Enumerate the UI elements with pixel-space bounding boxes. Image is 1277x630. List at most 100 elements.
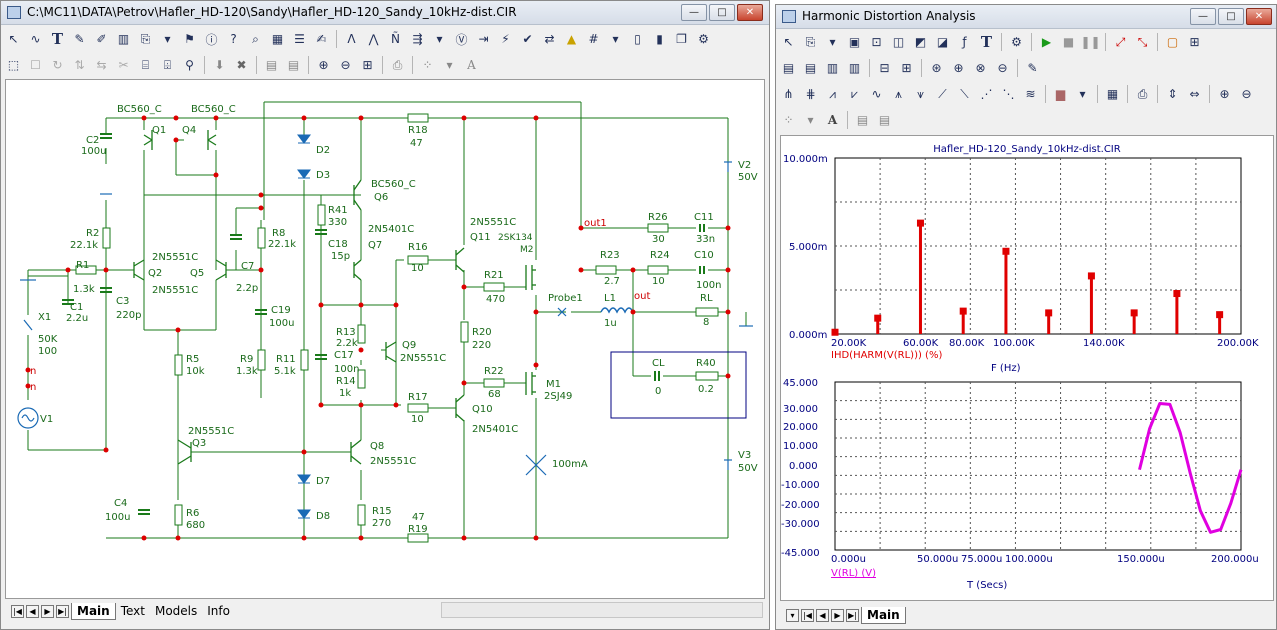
- plot-cols-icon[interactable]: ▥: [826, 61, 839, 75]
- minus-box-icon[interactable]: ⊟: [879, 61, 890, 75]
- zoom-box-icon[interactable]: ⊡: [871, 35, 882, 49]
- font-icon[interactable]: A: [827, 113, 838, 127]
- schematic-canvas[interactable]: BC560_C BC560_C Q1 Q4 C2 100u R18 47 D2 …: [5, 79, 765, 599]
- cursor-left-icon[interactable]: ⤢: [1115, 34, 1126, 49]
- dropdown-arrow-icon[interactable]: ▾: [829, 35, 836, 49]
- zoom-plus-icon[interactable]: ⊕: [953, 61, 964, 75]
- power-icon[interactable]: Ⓥ: [455, 32, 468, 47]
- low-icon[interactable]: ⩗: [851, 86, 858, 101]
- list-icon[interactable]: ☰: [294, 32, 305, 46]
- warning-icon[interactable]: ▲: [566, 32, 577, 46]
- help-icon[interactable]: ?: [230, 32, 237, 46]
- analysis-prev-tab-button[interactable]: ◀: [816, 608, 829, 622]
- mirror-icon[interactable]: ⇆: [96, 58, 107, 72]
- fit-vertical-icon[interactable]: ⇕: [1167, 87, 1178, 101]
- analysis-minimize-button[interactable]: —: [1190, 8, 1216, 25]
- zoom-out-icon[interactable]: ⊖: [1241, 87, 1252, 101]
- component-icon[interactable]: ▥: [117, 32, 130, 46]
- font-icon[interactable]: A: [467, 58, 476, 72]
- layer2-icon[interactable]: ▤: [878, 113, 891, 127]
- find-all-icon[interactable]: ⌹: [163, 57, 172, 72]
- dropdown-arrow-icon[interactable]: ▾: [436, 32, 443, 46]
- page-icon[interactable]: ▯: [634, 32, 641, 46]
- analysis-first-tab-button[interactable]: |◀: [801, 608, 814, 622]
- clipboard-icon[interactable]: ▆: [1055, 87, 1066, 101]
- probe-icon[interactable]: ⚡: [501, 32, 510, 46]
- import-icon[interactable]: ⎘: [140, 31, 151, 46]
- tab-text[interactable]: Text: [120, 604, 145, 618]
- dropdown-arrow-icon[interactable]: ▾: [612, 32, 619, 46]
- select-arrow-icon[interactable]: ↖: [8, 32, 19, 46]
- copy-icon[interactable]: ❐: [676, 32, 687, 46]
- point-icon[interactable]: ⋱: [1002, 87, 1015, 101]
- zoom-reset-icon[interactable]: ⊖: [997, 61, 1008, 75]
- zoom-auto-icon[interactable]: ⊗: [975, 61, 986, 75]
- analysis-last-tab-button[interactable]: ▶|: [846, 608, 859, 622]
- formula-icon[interactable]: ƒ: [962, 35, 967, 49]
- tab-info[interactable]: Info: [207, 604, 230, 618]
- check-icon[interactable]: ✔: [522, 32, 533, 46]
- plus-box-icon[interactable]: ⊞: [901, 61, 912, 75]
- frame-icon[interactable]: ▢: [1166, 35, 1179, 49]
- grid-dots-icon[interactable]: ⁘: [783, 113, 794, 127]
- rotate-icon[interactable]: ↻: [52, 58, 63, 72]
- slope-icon[interactable]: ◩: [914, 35, 927, 49]
- import-icon[interactable]: ⎘: [805, 34, 816, 49]
- grid-dots-icon[interactable]: ⁘: [422, 58, 433, 72]
- global-low-icon[interactable]: ⩛: [917, 86, 924, 101]
- grid-icon[interactable]: ⊞: [1189, 35, 1200, 49]
- zoom-in-icon[interactable]: ⊕: [318, 58, 329, 72]
- pin-icon[interactable]: ⇥: [478, 32, 489, 46]
- flow-icon[interactable]: ⇄: [544, 32, 555, 46]
- last-tab-button[interactable]: ▶|: [56, 604, 69, 618]
- prev-tab-button[interactable]: ◀: [26, 604, 39, 618]
- analysis-next-tab-button[interactable]: ▶: [831, 608, 844, 622]
- schematic-horizontal-scrollbar[interactable]: [441, 602, 763, 618]
- info-icon[interactable]: ⓘ: [205, 32, 218, 47]
- run-icon[interactable]: ▶: [1041, 35, 1052, 49]
- dropdown-arrow-icon[interactable]: ▾: [1079, 87, 1086, 101]
- text-tool-icon[interactable]: T: [51, 30, 64, 48]
- layer-icon[interactable]: ▤: [265, 58, 278, 72]
- slope-tool-icon[interactable]: ⋰: [980, 87, 993, 101]
- close-button[interactable]: ✕: [737, 4, 763, 21]
- find-component-icon[interactable]: ⌸: [141, 57, 150, 72]
- valley-icon[interactable]: ⋕: [805, 87, 816, 101]
- zoom-fit-icon[interactable]: ⊞: [362, 58, 373, 72]
- pencil-icon[interactable]: ✎: [74, 32, 85, 46]
- flip-icon[interactable]: ⇅: [74, 58, 85, 72]
- tab-models[interactable]: Models: [154, 604, 198, 618]
- tab-main[interactable]: Main: [71, 602, 116, 620]
- dropdown-arrow-icon[interactable]: ▾: [164, 32, 171, 46]
- inflection-icon[interactable]: ∿: [871, 87, 882, 101]
- first-tab-button[interactable]: |◀: [11, 604, 24, 618]
- high-icon[interactable]: ⩘: [829, 86, 836, 101]
- analysis-close-button[interactable]: ✕: [1246, 8, 1272, 25]
- data-point-icon[interactable]: ◫: [892, 35, 905, 49]
- zoom-glass-icon[interactable]: ⚲: [185, 58, 194, 72]
- plot-area[interactable]: Hafler_HD-120_Sandy_10kHz-dist.CIR 10.00…: [780, 135, 1274, 601]
- cancel-circle-icon[interactable]: ✖: [236, 58, 247, 72]
- maximize-button[interactable]: □: [709, 4, 735, 21]
- text-attr-icon[interactable]: Ʌ: [347, 32, 356, 46]
- wire-tool-icon[interactable]: ∿: [30, 32, 41, 46]
- plot-stack-icon[interactable]: ▤: [782, 61, 795, 75]
- table-icon[interactable]: ▦: [271, 32, 284, 46]
- flag-icon[interactable]: ⚑: [184, 32, 195, 46]
- analysis-tab-main[interactable]: Main: [861, 606, 906, 624]
- zoom-region-icon[interactable]: ⊛: [931, 61, 942, 75]
- text-tool-icon[interactable]: T: [980, 33, 993, 51]
- edit-icon[interactable]: ✍: [316, 32, 327, 46]
- pen-icon[interactable]: ✐: [96, 32, 107, 46]
- down-circle-icon[interactable]: ⬇: [214, 58, 225, 72]
- edit-plot-icon[interactable]: ✎: [1027, 61, 1038, 75]
- find-icon[interactable]: ⌕: [252, 31, 259, 46]
- pause-icon[interactable]: ❚❚: [1080, 35, 1101, 49]
- layer-icon[interactable]: ▤: [856, 113, 869, 127]
- marquee-icon[interactable]: ⬚: [7, 58, 20, 72]
- grid-icon[interactable]: #: [588, 32, 599, 46]
- box-icon[interactable]: ☐: [30, 58, 41, 72]
- layer2-icon[interactable]: ▤: [287, 58, 300, 72]
- fit-horizontal-icon[interactable]: ⇔: [1189, 87, 1200, 101]
- analysis-tab-menu-button[interactable]: ▾: [786, 608, 799, 622]
